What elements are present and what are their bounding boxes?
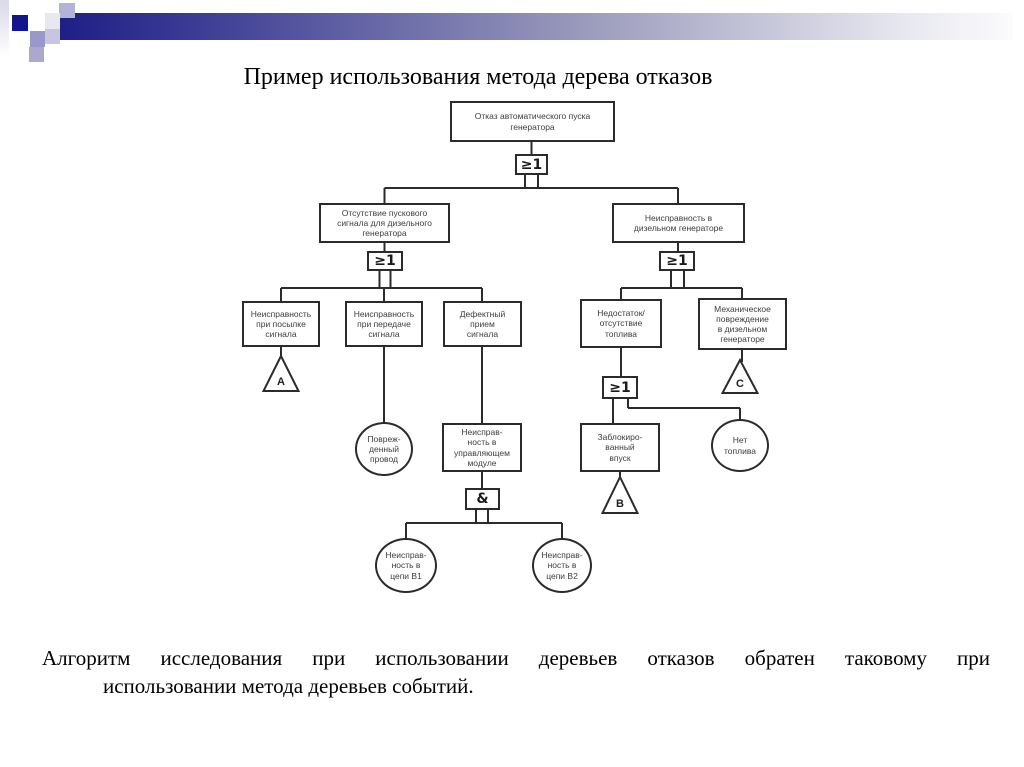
left-edge-strip	[0, 0, 9, 57]
node-label: Недостаток/ отсутствие топлива	[597, 308, 645, 339]
event-box-no-start-signal: Отсутствие пускового сигнала для дизельн…	[319, 203, 450, 243]
event-box-signal-send-fault: Неисправность при посылке сигнала	[242, 301, 320, 347]
transfer-triangle-c	[720, 357, 760, 394]
slide-title: Пример использования метода дерева отказ…	[243, 64, 713, 90]
transfer-letter-a: А	[277, 376, 285, 388]
event-box-fuel-shortage: Недостаток/ отсутствие топлива	[580, 299, 662, 348]
event-box-mechanical-damage: Механическое повреждение в дизельном ген…	[698, 298, 787, 350]
transfer-letter-b: В	[616, 498, 624, 510]
transfer-triangle-a	[261, 353, 301, 392]
deco-square-4	[30, 31, 45, 47]
or-gate-4: ≥1	[602, 376, 638, 399]
transfer-triangle-b	[600, 474, 640, 514]
or-gate-2: ≥1	[367, 251, 403, 271]
node-label: Неисправ- ность в цепи В1	[385, 550, 427, 581]
event-box-signal-transmit-fault: Неисправность при передаче сигнала	[345, 301, 423, 347]
footer-line-2: использовании метода деревьев событий.	[103, 674, 474, 698]
node-label: Неисправность при посылке сигнала	[250, 308, 312, 339]
event-box-diesel-generator-fault: Неисправность в дизельном генераторе	[612, 203, 745, 243]
node-label: Неисправность при передаче сигнала	[353, 308, 415, 339]
event-box-blocked-inlet: Заблокиро- ванный впуск	[580, 423, 660, 472]
node-label: Нет топлива	[724, 435, 756, 456]
node-label: Заблокиро- ванный впуск	[597, 432, 643, 463]
node-label: Отсутствие пускового сигнала для дизельн…	[337, 207, 432, 238]
deco-square-5	[29, 47, 44, 62]
node-label: Отказ автоматического пуска генератора	[474, 111, 591, 132]
or-gate-3: ≥1	[659, 251, 695, 271]
node-label: Механическое повреждение в дизельном ген…	[714, 303, 771, 345]
deco-square-3	[45, 29, 60, 44]
basic-event-damaged-wire: Повреж- денный провод	[355, 422, 413, 476]
event-box-control-module-fault: Неисправ- ность в управляющем модуле	[442, 423, 522, 472]
footer-paragraph: Алгоритм исследования при использовании …	[42, 644, 990, 700]
deco-square-1	[59, 3, 75, 18]
node-label: Дефектный прием сигнала	[459, 308, 506, 339]
event-box-auto-start-failure: Отказ автоматического пуска генератора	[450, 101, 615, 142]
node-label: Неисправность в дизельном генераторе	[633, 212, 724, 233]
connector-lines	[280, 142, 743, 539]
deco-square-2	[45, 13, 60, 29]
node-label: Неисправ- ность в цепи В2	[541, 550, 583, 581]
basic-event-circuit-b2: Неисправ- ность в цепи В2	[532, 538, 592, 593]
basic-event-no-fuel: Нет топлива	[711, 419, 769, 472]
node-label: Неисправ- ность в управляющем модуле	[453, 427, 511, 468]
and-gate-1: &	[465, 488, 500, 510]
node-label: Повреж- денный провод	[367, 433, 401, 464]
footer-line-1: Алгоритм исследования при использовании …	[42, 646, 990, 670]
basic-event-circuit-b1: Неисправ- ность в цепи В1	[375, 538, 437, 593]
header-gradient-bar	[58, 13, 1012, 40]
event-box-signal-receive-defect: Дефектный прием сигнала	[443, 301, 522, 347]
deco-square-accent	[12, 15, 28, 31]
or-gate-1: ≥1	[515, 154, 548, 175]
transfer-letter-c: С	[736, 378, 744, 390]
